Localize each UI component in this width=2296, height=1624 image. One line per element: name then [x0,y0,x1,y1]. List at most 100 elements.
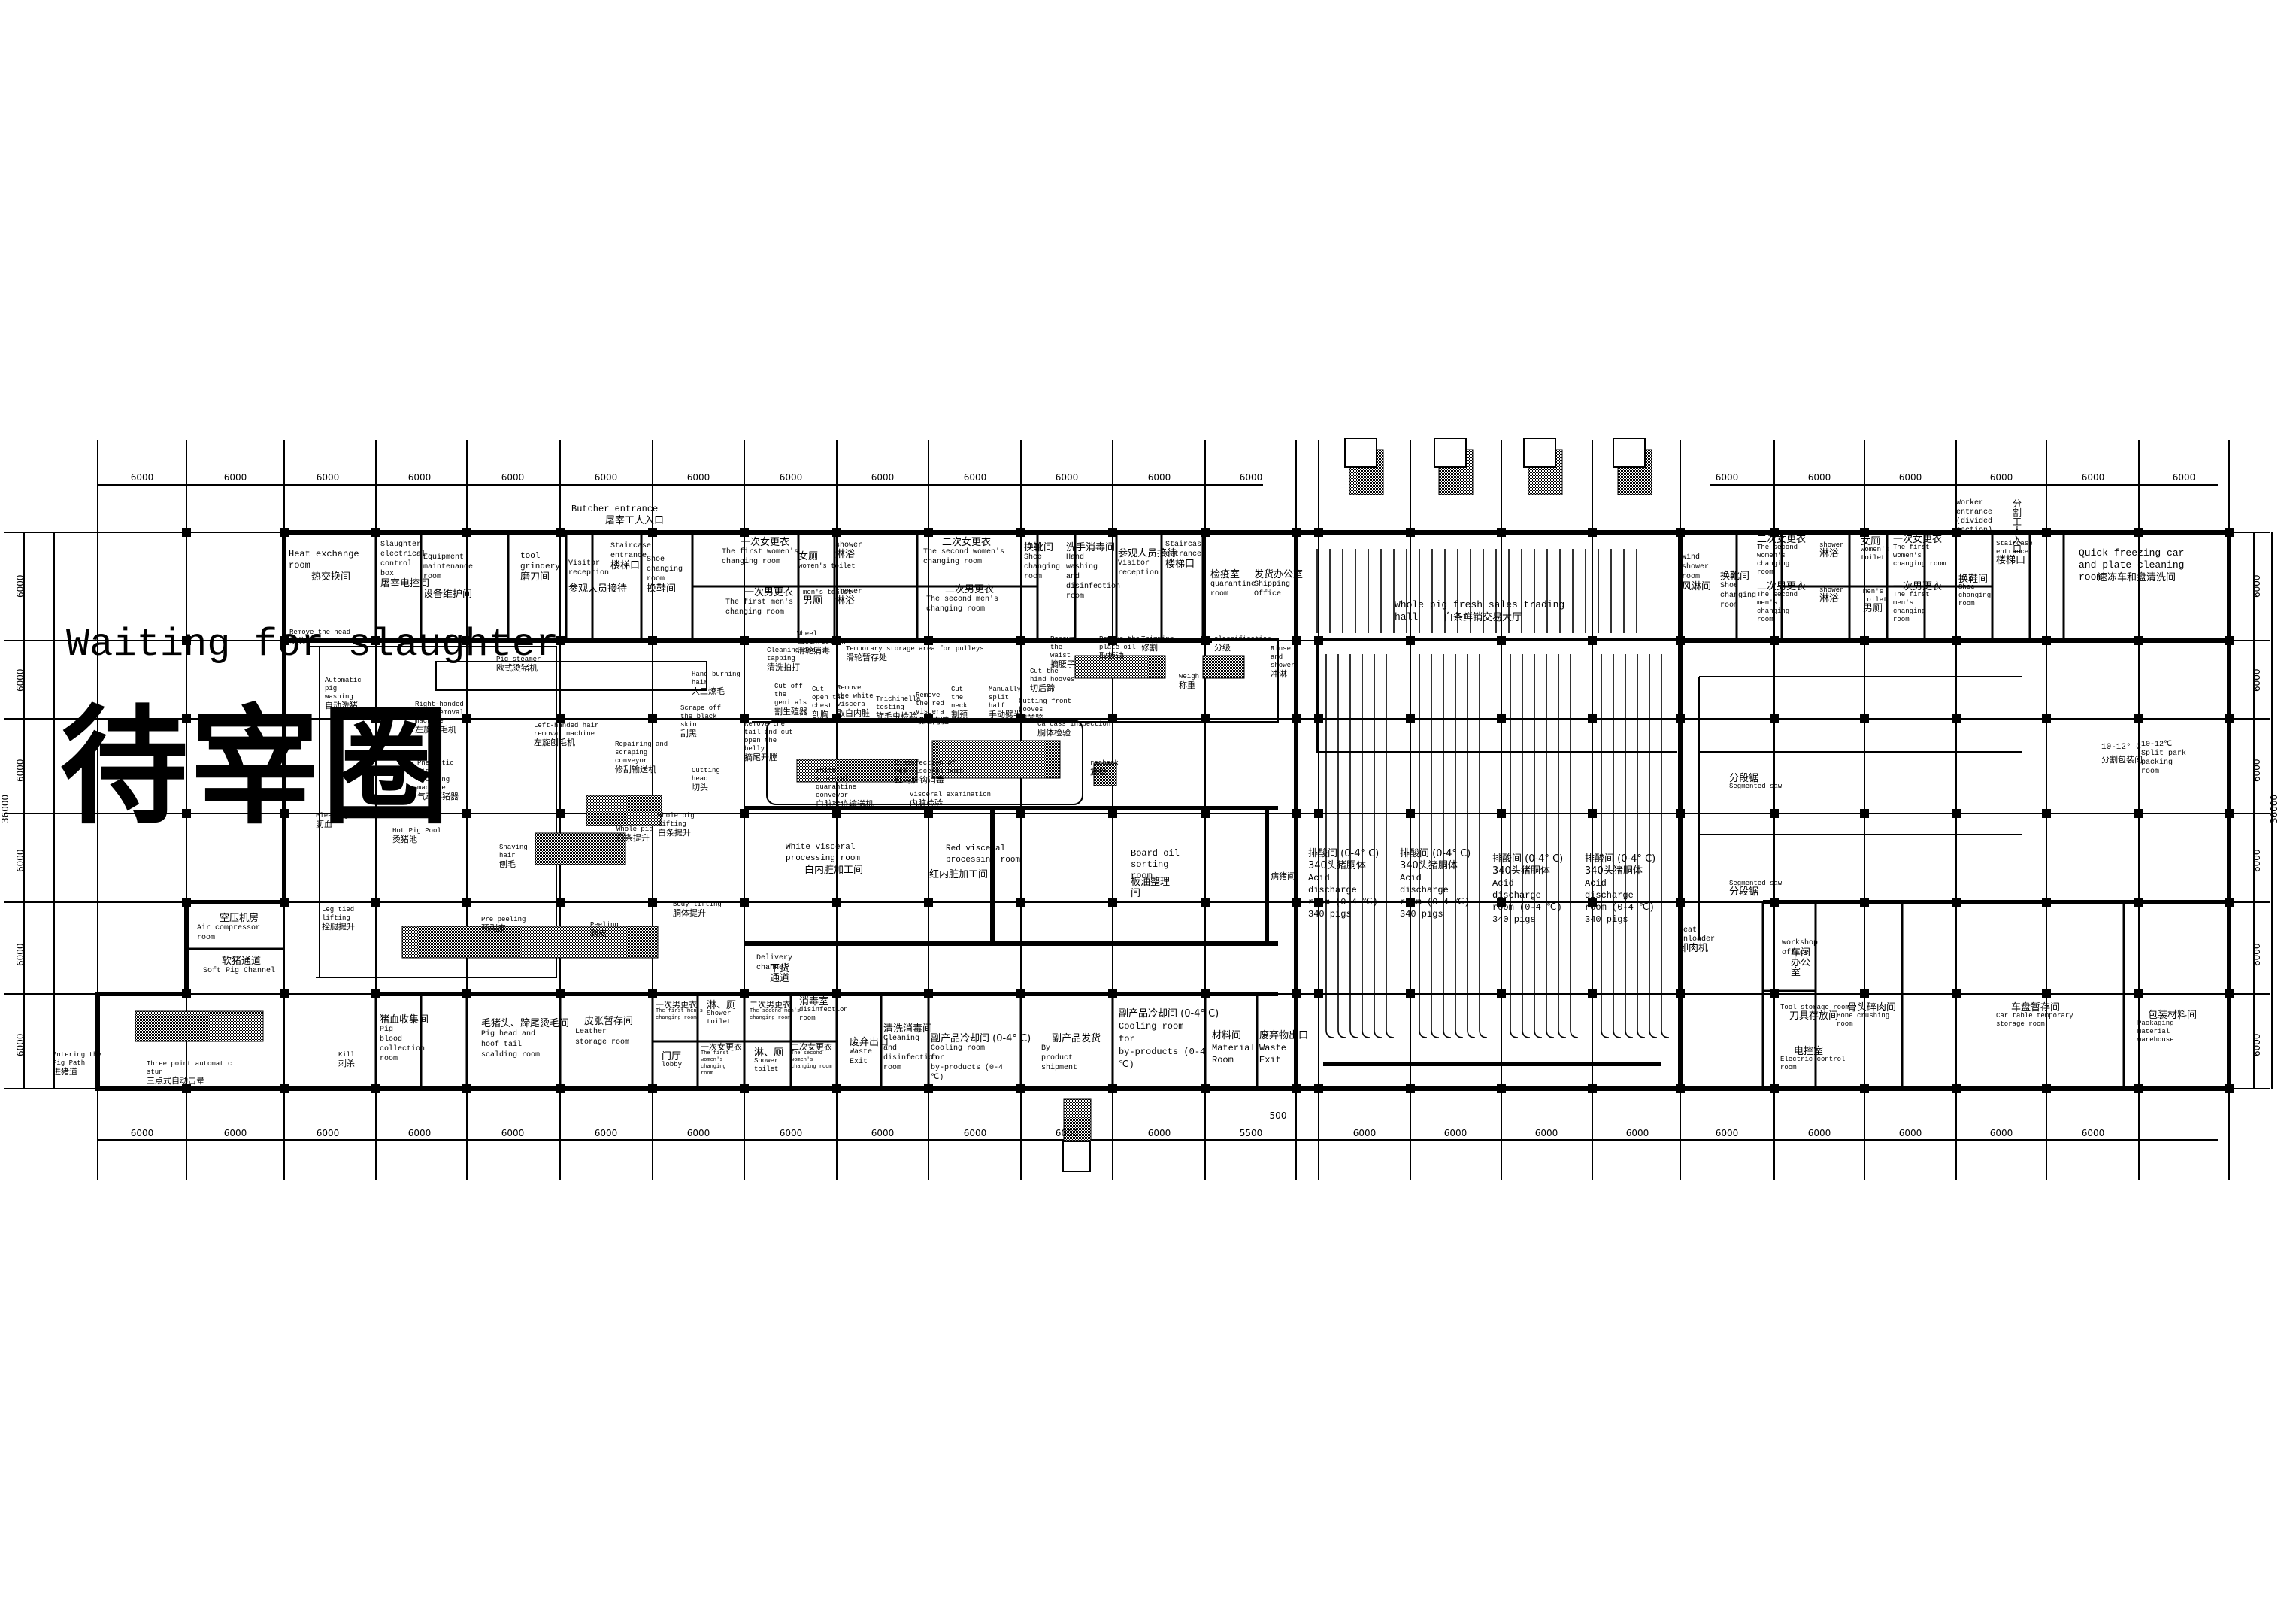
equipment-blocks [135,449,1652,1141]
waiting-area-title-zh: 待宰圈 [60,692,453,842]
dim-top-15: 6000 [1898,472,1922,483]
dim-top-1: 6000 [223,472,247,483]
dim-left-1: 6000 [15,574,26,598]
dim-right-5: 6000 [2252,943,2262,966]
dim-right-4: 6000 [2252,849,2262,872]
worker-entrance-label: Worker entrance (divided section) 分割工人入口 [1956,498,2022,554]
dim-bottom-12: 5500 [1239,1128,1263,1138]
conveyor-rails [310,638,2022,978]
dim-top-3: 6000 [407,472,432,483]
room-byproduct-cooling-1: 副产品冷却间 (0-4° C)Cooling room for by-produ… [931,1033,1031,1082]
dim-top-0: 6000 [130,472,154,483]
dim-bottom-20: 6000 [1898,1128,1922,1138]
dim-bottom-15: 6000 [1443,1128,1468,1138]
room-byproduct-cooling-2: 副产品冷却间 (0-4° C)Cooling room for by-produ… [1119,1008,1219,1070]
dim-bottom-4: 6000 [501,1128,525,1138]
dim-bottom-17: 6000 [1625,1128,1649,1138]
dim-top-5: 6000 [594,472,618,483]
dim-right-6: 6000 [2252,1033,2262,1056]
dim-bottom-5: 6000 [594,1128,618,1138]
dim-bottom-1: 6000 [223,1128,247,1138]
dim-bottom-6: 6000 [686,1128,710,1138]
dim-top-18: 6000 [2172,472,2196,483]
dim-top-13: 6000 [1715,472,1739,483]
dim-bottom-11: 6000 [1147,1128,1171,1138]
dim-top-8: 6000 [871,472,895,483]
dim-bottom-13: 500 [1269,1110,1287,1121]
dim-bottom-18: 6000 [1715,1128,1739,1138]
room-quick-freezing-cleaning: Quick freezing car and plate cleaning ro… [2079,547,2185,583]
columns [182,528,2234,1093]
dim-top-6: 6000 [686,472,710,483]
split-packing-room-en: 10-12℃ Split park packing room [2141,741,2187,776]
dim-left-6: 6000 [15,1033,26,1056]
dim-left-2: 6000 [15,668,26,692]
dim-left-5: 6000 [15,943,26,966]
sick-pig-room: 病猪间 [1271,873,1295,882]
dim-bottom-14: 6000 [1352,1128,1377,1138]
dim-bottom-0: 6000 [130,1128,154,1138]
